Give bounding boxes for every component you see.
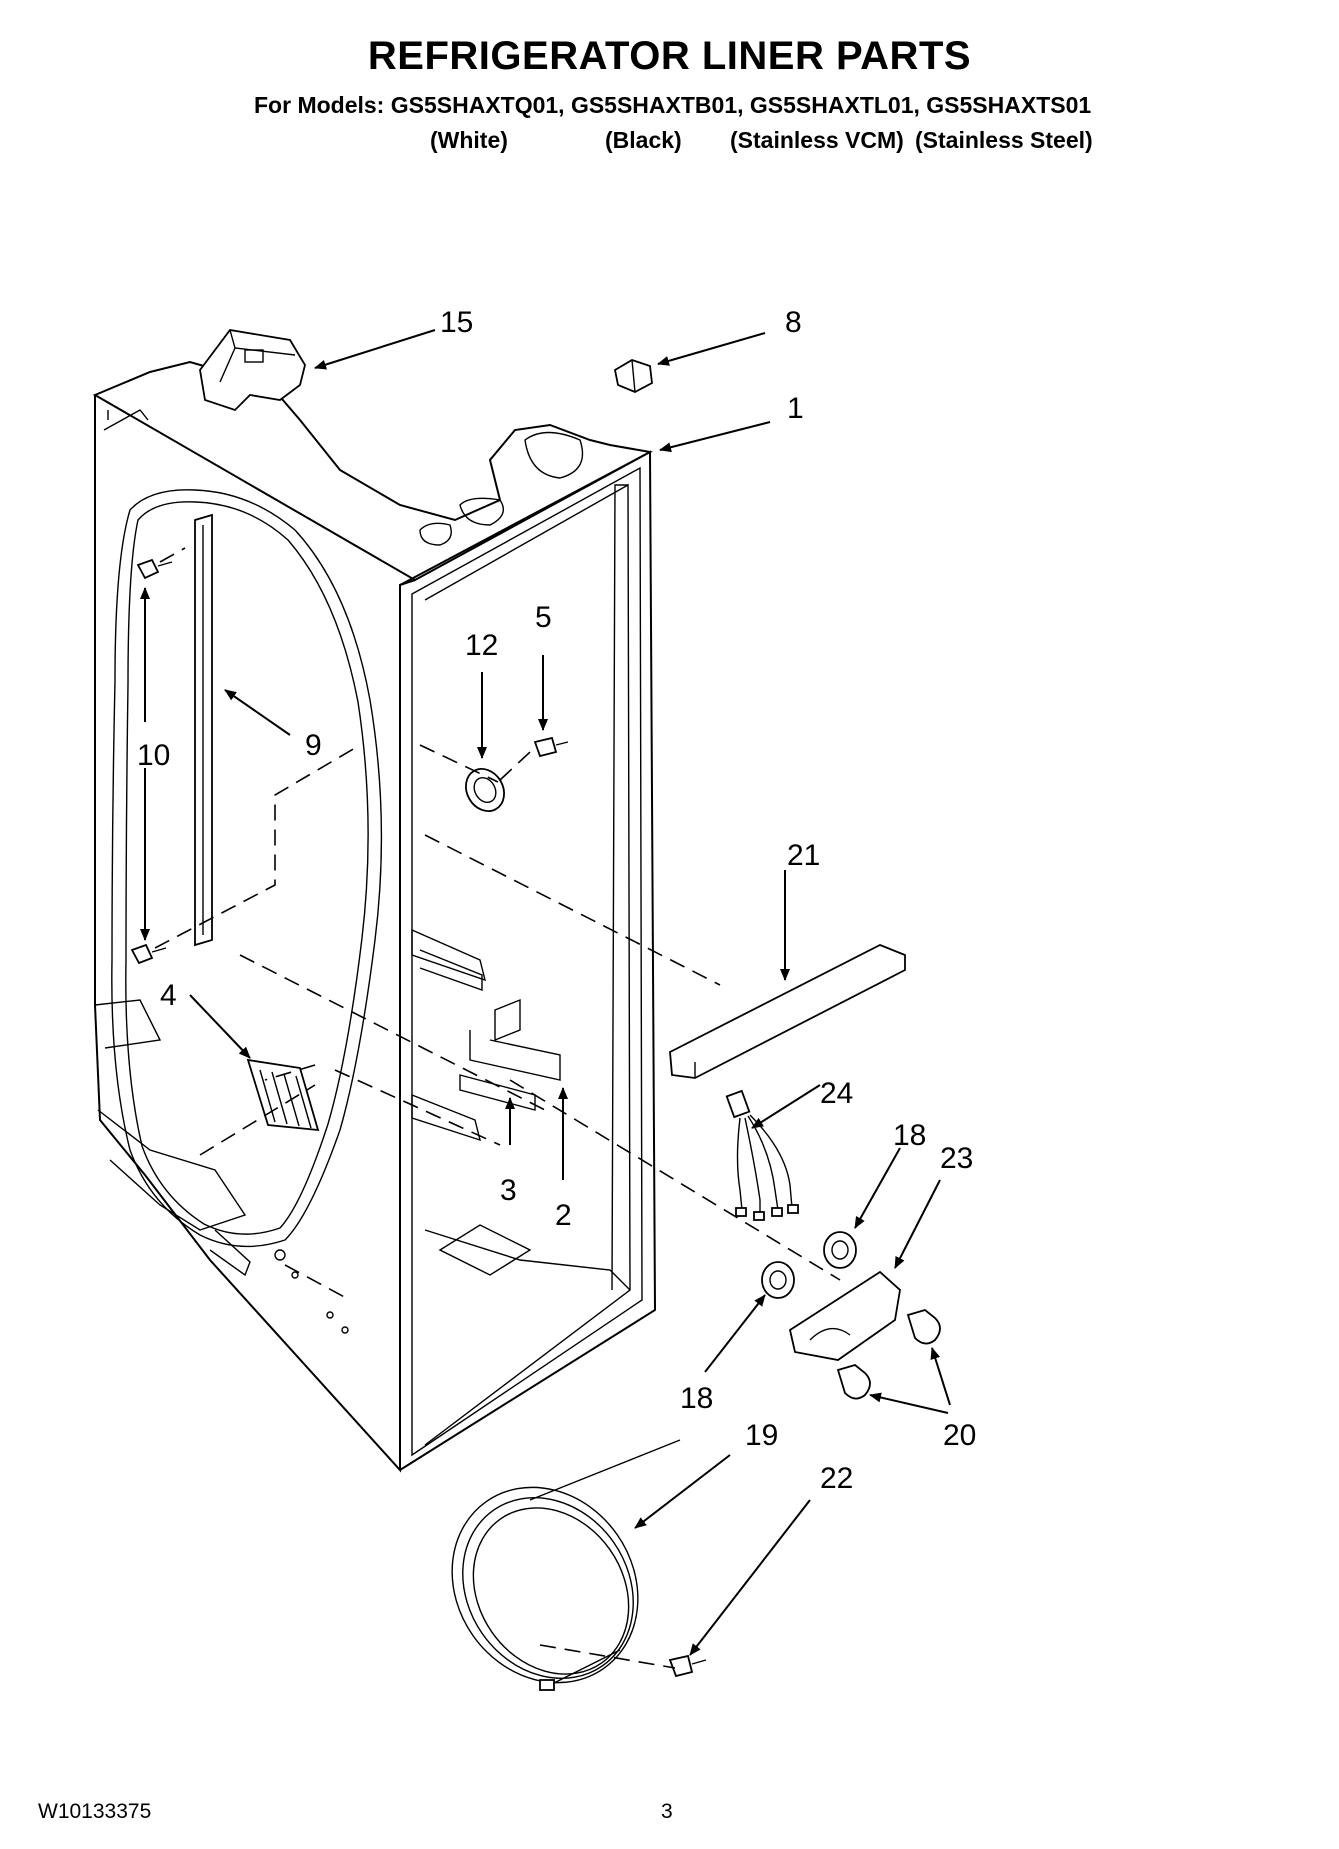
control-housing-part-15 (199, 329, 306, 412)
callout-19: 19 (745, 1419, 778, 1452)
clip-part-8 (613, 359, 653, 393)
thermostat-knob-part-12 (465, 768, 505, 812)
assembly-lines (154, 547, 841, 1669)
wire-harness-part-24 (725, 1089, 799, 1221)
light-bulb-part-20-upper (906, 1309, 941, 1345)
page-number: 3 (661, 1800, 673, 1823)
callout-9: 9 (305, 729, 322, 762)
document-number: W10133375 (38, 1800, 152, 1823)
light-socket-part-18-lower (761, 1261, 795, 1299)
light-bulb-part-20-lower (836, 1364, 871, 1400)
callout-10: 10 (137, 739, 170, 772)
variant-stainless-vcm: (Stainless VCM) (730, 127, 904, 153)
callout-3: 3 (500, 1174, 517, 1207)
screw-part-10-top (136, 558, 173, 580)
shelf-rail-part-9 (194, 513, 213, 947)
callout-18-lower: 18 (680, 1382, 713, 1415)
callout-1: 1 (787, 392, 804, 425)
page-title: REFRIGERATOR LINER PARTS (367, 34, 972, 78)
callout-2: 2 (555, 1199, 572, 1232)
callout-18-upper: 18 (893, 1119, 926, 1152)
callout-22: 22 (820, 1462, 853, 1495)
models-line: For Models: GS5SHAXTQ01, GS5SHAXTB01, GS… (254, 92, 1092, 118)
screw-part-22 (668, 1654, 707, 1678)
variant-stainless-steel: (Stainless Steel) (915, 127, 1093, 153)
callout-23: 23 (940, 1142, 973, 1175)
callout-4: 4 (160, 979, 177, 1012)
bar-part-21 (669, 944, 906, 1079)
light-housing-part-23 (788, 1270, 901, 1361)
refrigerator-liner (92, 360, 657, 1473)
light-socket-part-18-upper (823, 1231, 857, 1269)
callout-24: 24 (820, 1077, 853, 1110)
variant-black: (Black) (605, 127, 682, 153)
callout-20: 20 (943, 1419, 976, 1452)
coiled-tube-part-19 (451, 1439, 681, 1691)
screw-part-5 (533, 736, 569, 758)
variant-white: (White) (430, 127, 508, 153)
screw-part-10-bottom (130, 943, 167, 965)
vent-part-4 (246, 1058, 320, 1132)
callout-12: 12 (465, 629, 498, 662)
callout-21: 21 (787, 839, 820, 872)
callout-labels: 15 8 1 5 12 10 9 21 4 24 18 23 3 2 18 19… (137, 306, 976, 1495)
callout-15: 15 (440, 306, 473, 339)
callout-5: 5 (535, 601, 552, 634)
callout-8: 8 (785, 306, 802, 339)
callout-arrows (140, 329, 951, 1656)
